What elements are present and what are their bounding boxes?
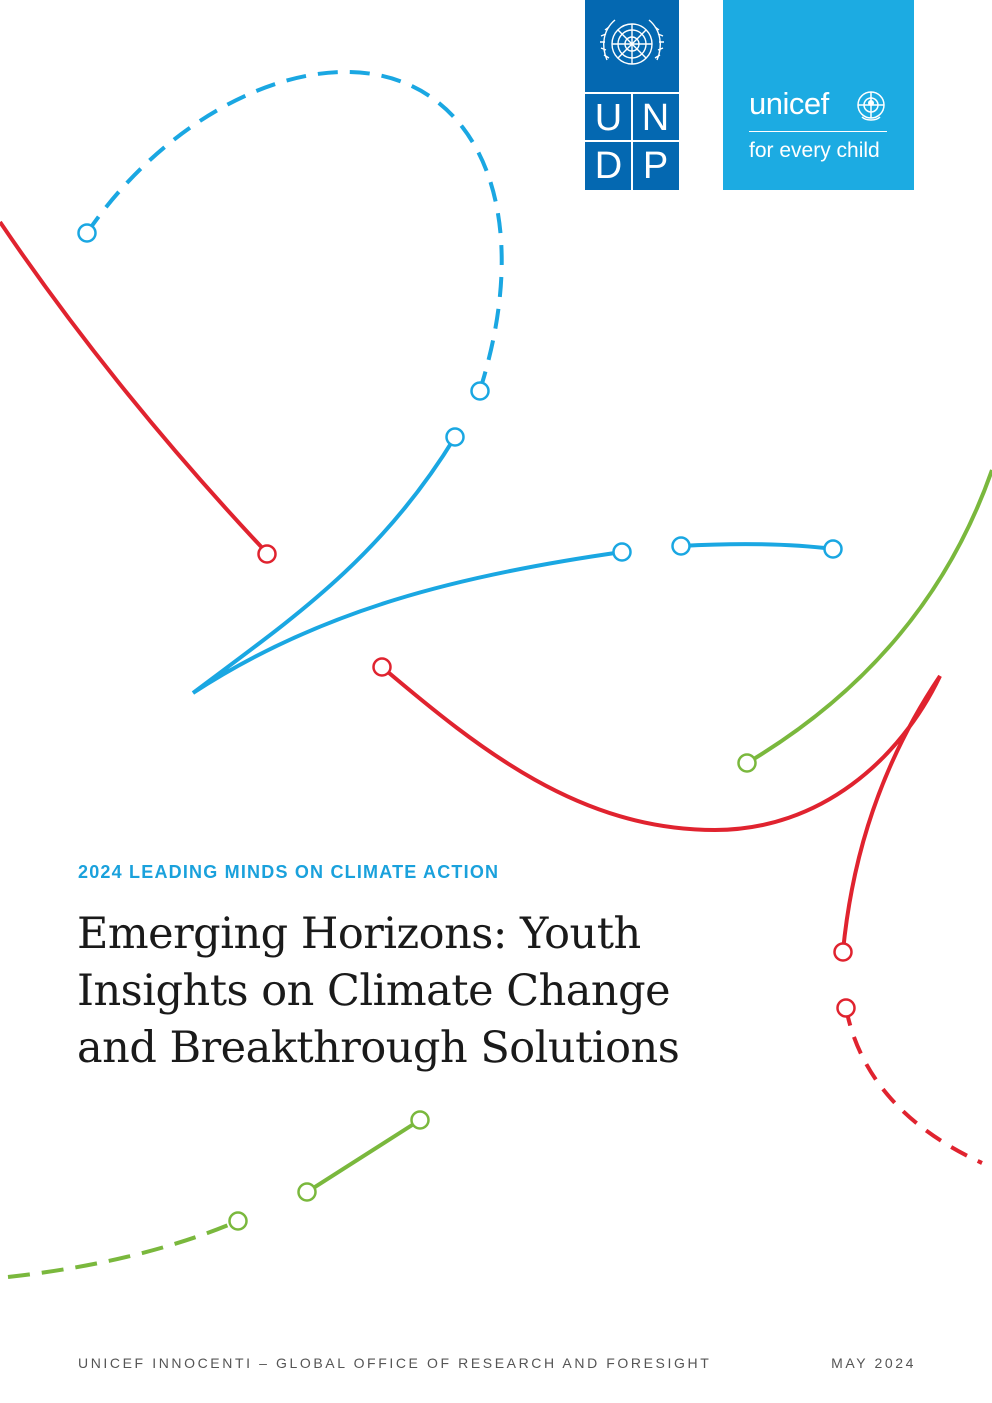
green-segment-lower bbox=[305, 1118, 422, 1194]
node-circle bbox=[671, 536, 691, 556]
title-line: Insights on Climate Change bbox=[77, 966, 671, 1016]
title-line: Emerging Horizons: Youth bbox=[77, 909, 641, 959]
blue-short-arc bbox=[680, 542, 834, 551]
red-line-left bbox=[0, 220, 269, 555]
title-line: and Breakthrough Solutions bbox=[77, 1023, 680, 1073]
blue-dashed-arc bbox=[85, 69, 504, 391]
unicef-wordmark: unicef bbox=[749, 86, 829, 121]
publisher-line: UNICEF INNOCENTI – GLOBAL OFFICE OF RESE… bbox=[78, 1355, 712, 1371]
node-circle bbox=[470, 381, 490, 401]
node-circle bbox=[737, 753, 757, 773]
unicef-logo: unicef for every child bbox=[723, 0, 914, 190]
node-circle bbox=[372, 657, 392, 677]
node-circle bbox=[410, 1110, 430, 1130]
series-kicker: 2024 LEADING MINDS ON CLIMATE ACTION bbox=[78, 862, 500, 882]
un-emblem-icon bbox=[600, 19, 664, 65]
node-circle bbox=[297, 1182, 317, 1202]
undp-letter: D bbox=[594, 145, 623, 187]
green-curve-right bbox=[745, 469, 992, 765]
report-title: Emerging Horizons: Youth Insights on Cli… bbox=[77, 906, 777, 1077]
undp-letters: U N D P bbox=[585, 94, 679, 190]
node-circle bbox=[257, 544, 277, 564]
unicef-globe-icon bbox=[857, 91, 885, 121]
undp-letter: U bbox=[594, 97, 623, 139]
node-circle bbox=[77, 223, 97, 243]
undp-letter: N bbox=[641, 97, 670, 139]
green-dashed-bottom bbox=[7, 1219, 239, 1279]
unicef-tagline: for every child bbox=[749, 139, 880, 162]
undp-letter: P bbox=[642, 145, 669, 187]
node-circle bbox=[445, 427, 465, 447]
publication-date: MAY 2024 bbox=[831, 1355, 916, 1371]
node-circle bbox=[833, 942, 853, 962]
node-circle bbox=[228, 1211, 248, 1231]
blue-v-curve bbox=[191, 435, 623, 695]
node-circle bbox=[612, 542, 632, 562]
undp-logo: U N D P bbox=[585, 0, 679, 190]
node-circle bbox=[836, 998, 856, 1018]
red-swoosh bbox=[380, 665, 942, 952]
red-dashed-tail bbox=[844, 1007, 983, 1165]
node-circle bbox=[823, 539, 843, 559]
